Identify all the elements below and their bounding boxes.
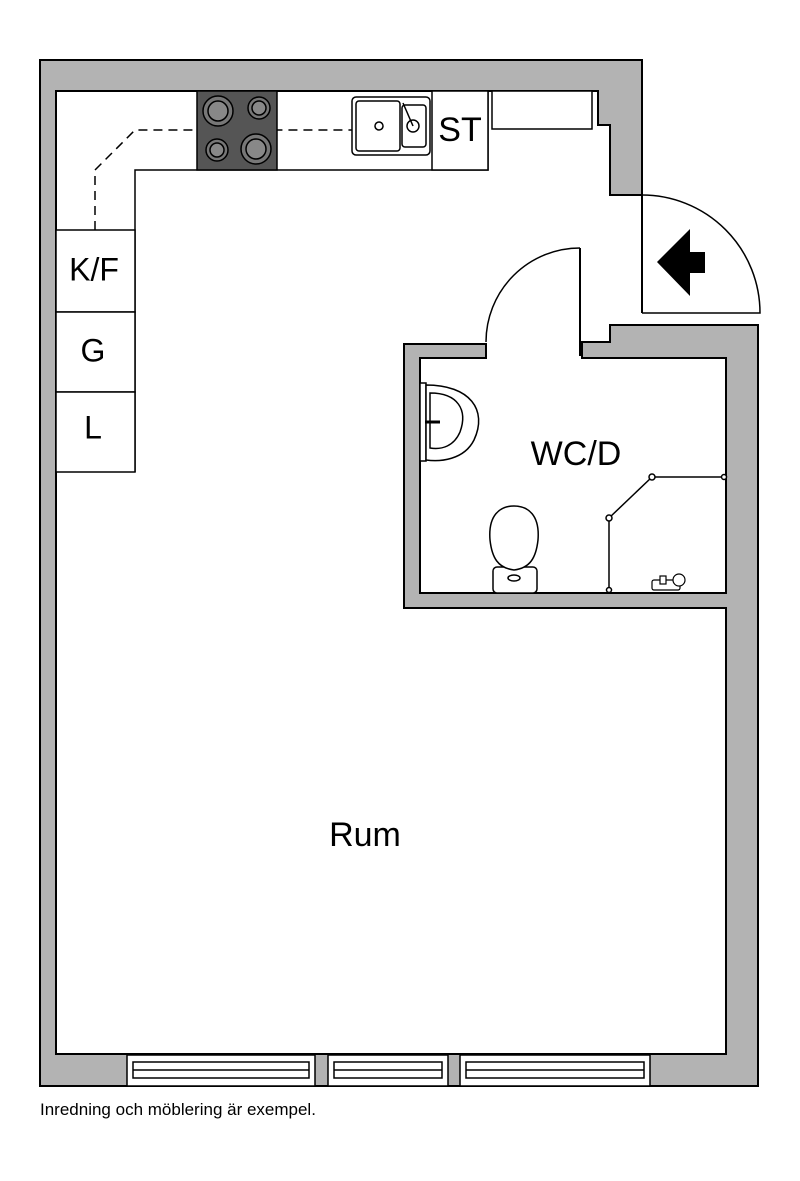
window (459, 1054, 651, 1087)
bathroom-door-swing (485, 247, 581, 343)
bathroom-door-opening (487, 340, 581, 360)
stove-icon (196, 90, 278, 171)
cabinet-l (55, 391, 136, 473)
caption: Inredning och möblering är exempel. (40, 1100, 316, 1119)
shower-faucet-icon (651, 573, 686, 591)
kitchen-sink-icon (351, 96, 431, 156)
floor-area (55, 90, 727, 1055)
window (327, 1054, 449, 1087)
label-fridge-freezer: K/F (69, 251, 119, 287)
wardrobe (491, 90, 593, 130)
toilet-icon (489, 505, 539, 594)
window (126, 1054, 316, 1087)
entrance-door-swing (641, 194, 761, 314)
entrance-arrow-icon (657, 229, 705, 296)
washbasin-icon (419, 382, 480, 462)
label-st: ST (438, 111, 481, 149)
cabinet-g (55, 311, 136, 393)
st-cabinet (431, 90, 489, 171)
label-g: G (81, 332, 106, 368)
bathroom-floor (419, 357, 727, 594)
fridge-freezer-cabinet (55, 229, 136, 313)
label-wc: WC/D (531, 435, 622, 473)
walls (39, 59, 759, 1087)
shower-screen-icon (605, 473, 728, 594)
label-room: Rum (329, 816, 401, 854)
entrance (610, 194, 761, 326)
windows (126, 1054, 651, 1087)
bathroom-door (485, 247, 581, 356)
label-l: L (84, 409, 102, 445)
